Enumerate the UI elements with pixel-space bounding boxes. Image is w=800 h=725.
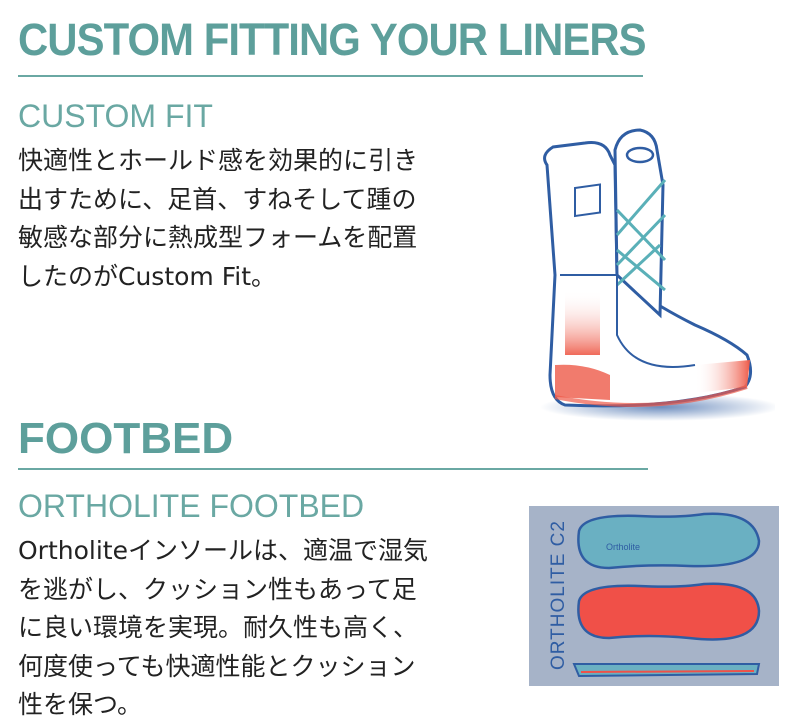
title-divider	[18, 75, 643, 77]
insole-bottom	[577, 582, 761, 641]
ortholite-logo: Ortholite	[606, 542, 641, 552]
footbed-description: Ortholiteインソールは、適温で湿気 を逃がし、クッション性もあって足 に…	[18, 532, 428, 725]
text-line: Ortholiteインソールは、適温で湿気	[18, 536, 428, 565]
ortholite-insole-image: ORTHOLITE C2 Ortholite	[529, 506, 779, 686]
text-line: 出すために、足首、すねそして踵の	[18, 184, 417, 214]
text-line: 快適性とホールド感を効果的に引き	[18, 146, 419, 175]
text-line: を逃がし、クッション性もあって足	[18, 574, 417, 604]
text-line: 敏感な部分に熱成型フォームを配置	[18, 223, 418, 252]
footbed-divider	[18, 468, 648, 470]
custom-fit-subtitle: CUSTOM FIT	[18, 98, 213, 134]
custom-fit-description: 快適性とホールド感を効果的に引き 出すために、足首、すねそして踵の 敏感な部分に…	[18, 142, 418, 296]
text-line: 何度使っても快適性能とクッション	[18, 651, 416, 681]
text-line: に良い環境を実現。耐久性も高く、	[18, 613, 419, 642]
footbed-heading: FOOTBED	[18, 414, 234, 463]
footbed-subtitle: ORTHOLITE FOOTBED	[18, 488, 365, 524]
text-line: 性を保つ。	[18, 690, 143, 719]
text-line: したのがCustom Fit。	[18, 261, 277, 291]
insole-top	[577, 512, 761, 570]
liner-boot-illustration	[540, 128, 775, 421]
page-title: CUSTOM FITTING YOUR LINERS	[18, 14, 647, 65]
insole-side	[572, 663, 761, 678]
